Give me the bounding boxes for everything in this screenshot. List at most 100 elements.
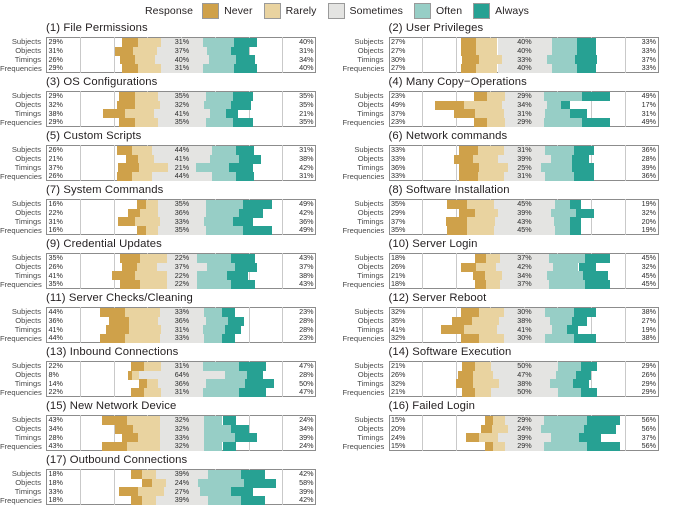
row-label: Timings: [343, 109, 387, 118]
segment-never: [461, 334, 479, 343]
bar-row[interactable]: 23%29%49%: [390, 118, 658, 127]
segment-rarely: [127, 442, 161, 451]
segment-often: [206, 118, 233, 127]
row-label: Timings: [0, 379, 44, 388]
row-label: Subjects: [0, 469, 44, 478]
segment-often: [212, 172, 236, 181]
row-label: Subjects: [0, 415, 44, 424]
segment-always: [236, 172, 254, 181]
panel-plot-area: 35%45%19%29%39%32%37%43%20%35%45%19%: [389, 199, 659, 235]
segment-never: [131, 496, 142, 505]
bar-row[interactable]: 43%32%24%: [47, 442, 315, 451]
row-label: Subjects: [343, 37, 387, 46]
bar-row[interactable]: 44%33%23%: [47, 334, 315, 343]
legend-item-never[interactable]: Never: [202, 3, 253, 19]
segment-never: [122, 64, 138, 73]
segment-rarely: [486, 280, 500, 289]
segment-never: [485, 442, 493, 451]
segment-never: [461, 64, 476, 73]
value-label-neutral: 50%: [517, 388, 531, 396]
value-label-positive: 47%: [299, 388, 313, 396]
bar-row[interactable]: 33%31%36%: [390, 172, 658, 181]
segment-always: [233, 118, 253, 127]
segment-always: [570, 226, 581, 235]
panel-title: (5) Custom Scripts: [46, 130, 141, 142]
segment-never: [102, 442, 126, 451]
bar-row[interactable]: 18%39%42%: [47, 496, 315, 505]
bar-row[interactable]: 32%30%38%: [390, 334, 658, 343]
segment-always: [234, 64, 257, 73]
value-label-positive: 45%: [642, 280, 656, 288]
row-label: Subjects: [0, 361, 44, 370]
panel-title: (11) Server Checks/Cleaning: [46, 292, 193, 304]
bar-row[interactable]: 35%45%19%: [390, 226, 658, 235]
value-label-neutral: 33%: [175, 334, 189, 342]
panel-title: (13) Inbound Connections: [46, 346, 178, 358]
legend-item-rarely[interactable]: Rarely: [264, 3, 317, 19]
legend-item-often[interactable]: Often: [414, 3, 462, 19]
segment-often: [204, 334, 222, 343]
segment-rarely: [142, 496, 156, 505]
legend-item-always[interactable]: Always: [473, 3, 529, 19]
segment-never: [100, 334, 124, 343]
segment-rarely: [138, 64, 161, 73]
value-label-positive: 36%: [642, 172, 656, 180]
row-label: Frequencies: [343, 64, 387, 73]
bar-row[interactable]: 21%50%29%: [390, 388, 658, 397]
panel-plot-area: 44%33%23%36%36%28%41%31%28%44%33%23%: [46, 307, 316, 343]
segment-never: [475, 280, 486, 289]
row-label: Frequencies: [0, 442, 44, 451]
row-label: Frequencies: [0, 496, 44, 505]
row-label: Frequencies: [343, 226, 387, 235]
row-label: Subjects: [0, 91, 44, 100]
row-label: Timings: [0, 55, 44, 64]
legend-item-sometimes[interactable]: Sometimes: [328, 3, 403, 19]
bar-row[interactable]: 18%37%45%: [390, 280, 658, 289]
segment-always: [577, 64, 596, 73]
row-label: Objects: [343, 100, 387, 109]
value-label-positive: 35%: [299, 118, 313, 126]
value-label-neutral: 35%: [175, 118, 189, 126]
segment-often: [549, 280, 584, 289]
bar-row[interactable]: 29%35%35%: [47, 118, 315, 127]
row-label: Objects: [0, 262, 44, 271]
row-label: Subjects: [343, 199, 387, 208]
segment-always: [243, 226, 271, 235]
bar-row[interactable]: 16%35%49%: [47, 226, 315, 235]
bar-row[interactable]: 29%31%40%: [47, 64, 315, 73]
segment-often: [558, 388, 581, 397]
panel-title: (4) Many Copy−Operations: [389, 76, 527, 88]
row-label: Objects: [0, 478, 44, 487]
bar-row[interactable]: 15%29%56%: [390, 442, 658, 451]
legend-swatch-icon: [264, 3, 281, 19]
segment-always: [582, 118, 610, 127]
panel-title: (2) User Privileges: [389, 22, 484, 34]
row-label: Objects: [0, 46, 44, 55]
row-label: Timings: [343, 433, 387, 442]
row-label: Subjects: [0, 145, 44, 154]
segment-often: [208, 496, 240, 505]
segment-always: [231, 280, 255, 289]
bar-row[interactable]: 22%31%47%: [47, 388, 315, 397]
bar-row[interactable]: 35%22%43%: [47, 280, 315, 289]
segment-often: [204, 442, 223, 451]
bar-row[interactable]: 27%40%33%: [390, 64, 658, 73]
bar-row[interactable]: 26%44%31%: [47, 172, 315, 181]
row-label: Subjects: [0, 37, 44, 46]
